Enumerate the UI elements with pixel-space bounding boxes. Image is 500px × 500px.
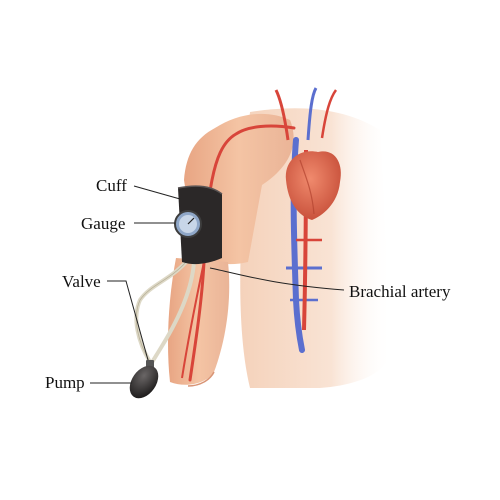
pump-bulb bbox=[129, 365, 159, 399]
pump-label: Pump bbox=[45, 373, 85, 392]
gauge-label: Gauge bbox=[81, 214, 126, 233]
cuff-leader bbox=[133, 185, 181, 200]
cuff-label: Cuff bbox=[96, 176, 127, 195]
torso-shape bbox=[240, 108, 392, 388]
brachial-artery-label: Brachial artery bbox=[349, 282, 451, 301]
leader-lines bbox=[90, 185, 345, 384]
heart-shape bbox=[285, 151, 341, 220]
valve-label: Valve bbox=[62, 272, 101, 291]
artery-leader bbox=[209, 267, 345, 291]
valve-leader bbox=[107, 280, 149, 361]
